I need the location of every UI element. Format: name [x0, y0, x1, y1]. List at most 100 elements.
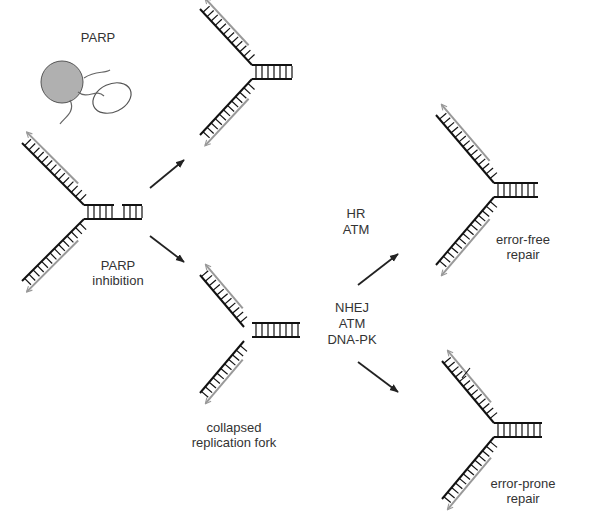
base-pair-tick — [455, 483, 462, 489]
base-pair-tick — [503, 184, 504, 196]
mismatch-tick — [462, 368, 470, 378]
base-pair-tick — [486, 408, 493, 414]
base-pair-tick — [444, 497, 451, 503]
base-pair-tick — [248, 54, 255, 60]
base-pair-tick — [80, 194, 86, 200]
nascent-strand — [448, 458, 491, 509]
base-pair-tick — [219, 24, 226, 30]
base-pair-tick — [521, 424, 522, 436]
outcome-label: error-prone repair — [483, 476, 563, 506]
base-pair-tick — [297, 324, 298, 336]
base-pair-tick — [240, 46, 247, 52]
base-pair-tick — [54, 249, 60, 255]
base-pair-tick — [213, 285, 220, 291]
base-pair-tick — [439, 113, 446, 119]
parental-strand — [442, 361, 494, 423]
base-pair-tick — [291, 66, 292, 78]
nascent-strand — [27, 132, 78, 183]
base-pair-tick — [99, 206, 100, 218]
base-pair-tick — [459, 478, 466, 484]
base-pair-tick — [46, 160, 52, 166]
base-pair-tick — [482, 451, 489, 457]
nascent-strand — [206, 265, 243, 309]
base-pair-tick — [448, 492, 455, 498]
base-pair-tick — [209, 382, 216, 388]
base-pair-tick — [267, 66, 268, 78]
duplex-strand — [122, 204, 142, 206]
base-pair-tick — [248, 83, 255, 89]
base-pair-tick — [232, 355, 239, 361]
duplex-strand — [494, 436, 542, 438]
base-pair-tick — [63, 240, 69, 246]
base-pair-tick — [509, 424, 510, 436]
base-pair-tick — [267, 324, 268, 336]
nascent-strand — [442, 105, 490, 161]
base-pair-tick — [527, 424, 528, 436]
base-pair-tick — [447, 122, 454, 128]
base-pair-tick — [255, 324, 256, 336]
base-pair-tick — [228, 303, 235, 309]
base-pair-tick — [452, 367, 459, 373]
duplex-strand — [252, 322, 300, 324]
base-pair-tick — [33, 148, 39, 154]
kinase-label: ATM — [336, 222, 376, 237]
base-pair-tick — [209, 280, 216, 286]
base-pair-tick — [76, 190, 82, 196]
base-pair-tick — [261, 324, 262, 336]
base-pair-tick — [244, 50, 251, 56]
base-pair-tick — [279, 324, 280, 336]
base-pair-tick — [486, 446, 493, 452]
base-pair-tick — [478, 215, 485, 221]
base-pair-tick — [486, 168, 493, 174]
base-pair-tick — [285, 324, 286, 336]
base-pair-tick — [211, 123, 218, 129]
base-pair-tick — [33, 270, 39, 276]
base-pair-tick — [444, 357, 451, 363]
base-pair-tick — [71, 186, 77, 192]
base-pair-tick — [71, 232, 77, 238]
process-arrow — [358, 254, 398, 285]
base-pair-tick — [463, 474, 470, 480]
base-pair-tick — [515, 424, 516, 436]
base-pair-tick — [490, 442, 497, 448]
base-pair-tick — [93, 206, 94, 218]
base-pair-tick — [533, 424, 534, 436]
base-pair-tick — [207, 11, 214, 17]
base-pair-tick — [459, 238, 466, 244]
base-pair-tick — [479, 399, 486, 405]
kinase-label: ATM — [327, 316, 377, 331]
base-pair-tick — [232, 101, 239, 107]
base-pair-tick — [37, 266, 43, 272]
parental-strand — [436, 197, 494, 265]
parp-domain — [88, 77, 136, 119]
base-pair-tick — [443, 256, 450, 262]
kinase-label: DNA-PK — [322, 332, 382, 347]
base-pair-tick — [228, 105, 235, 111]
base-pair-tick — [471, 390, 478, 396]
base-pair-tick — [451, 247, 458, 253]
base-pair-tick — [240, 92, 247, 98]
base-pair-tick — [509, 184, 510, 196]
base-pair-tick — [221, 368, 228, 374]
duplex-strand — [494, 422, 542, 424]
base-pair-tick — [203, 6, 210, 12]
base-pair-tick — [455, 132, 462, 138]
base-pair-tick — [467, 229, 474, 235]
base-pair-tick — [29, 274, 35, 280]
base-pair-tick — [291, 324, 292, 336]
process-label: PARP inhibition — [78, 258, 158, 288]
base-pair-tick — [539, 424, 540, 436]
base-pair-tick — [42, 156, 48, 162]
process-arrow — [150, 160, 184, 188]
base-pair-tick — [490, 202, 497, 208]
duplex-strand — [84, 204, 114, 206]
base-pair-tick — [503, 424, 504, 436]
base-pair-tick — [439, 261, 446, 267]
base-pair-tick — [50, 253, 56, 259]
base-pair-tick — [217, 289, 224, 295]
outcome-label: error-free repair — [483, 232, 563, 262]
base-pair-tick — [63, 177, 69, 183]
base-pair-tick — [225, 364, 232, 370]
duplex-strand — [84, 218, 142, 220]
base-pair-tick — [29, 143, 35, 149]
